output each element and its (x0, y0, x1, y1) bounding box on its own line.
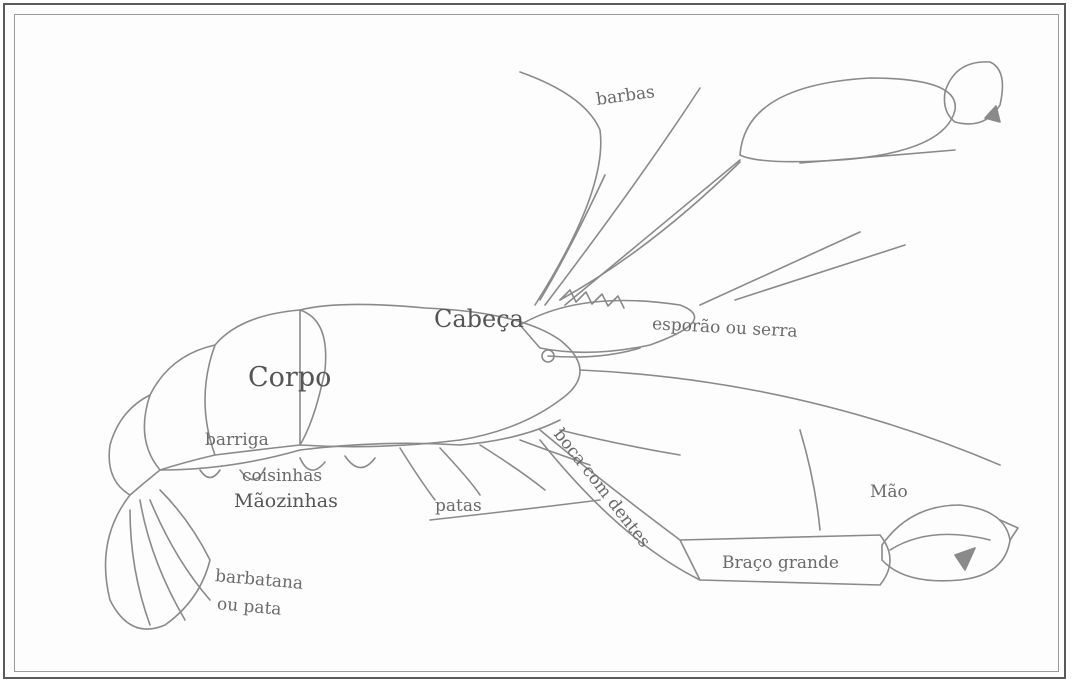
big-claw (882, 505, 1010, 581)
upper-arm (740, 78, 955, 162)
upper-arm-link (800, 150, 955, 163)
swimmeret (345, 456, 375, 468)
swimmeret (200, 470, 220, 478)
lower-antenna (580, 370, 1000, 465)
antenna-line (545, 88, 700, 305)
upper-arm-link (565, 160, 740, 305)
tail-fan (140, 500, 185, 620)
walking-leg (400, 448, 435, 500)
label-mao: Mão (870, 482, 908, 502)
big-arm-line (800, 430, 820, 530)
walking-leg (440, 448, 480, 495)
label-coisinhas: coisinhas (242, 466, 322, 486)
label-barriga: barriga (205, 430, 269, 450)
label-cabeca: Cabeça (434, 305, 524, 333)
upper-arm-link (700, 232, 860, 305)
tail-fan (106, 490, 211, 629)
label-corpo: Corpo (248, 362, 331, 393)
label-maozinhas: Mãozinhas (234, 490, 338, 512)
tail-fan (130, 510, 150, 625)
label-patas: patas (435, 496, 482, 516)
upper-arm-link (735, 245, 905, 300)
antenna-line (520, 72, 601, 305)
walking-leg (480, 445, 545, 490)
label-braco: Braço grande (722, 553, 839, 573)
big-claw-tip (955, 548, 975, 570)
body-segment (109, 395, 160, 495)
